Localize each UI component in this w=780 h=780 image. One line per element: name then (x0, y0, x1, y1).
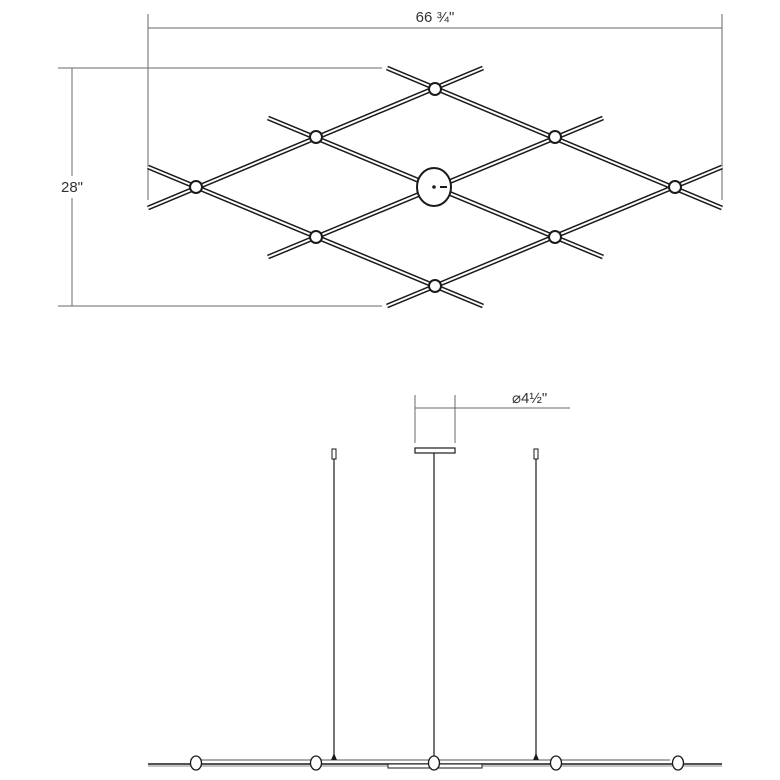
light-node (428, 82, 442, 96)
canopy-diameter-dimension: ⌀4½" (414, 390, 570, 443)
light-node (309, 230, 323, 244)
center-canopy (416, 167, 452, 207)
height-label: 28" (61, 179, 83, 196)
side-view-canopy (414, 447, 456, 454)
light-node (189, 180, 203, 194)
light-node (668, 180, 682, 194)
side-light-node (427, 755, 441, 771)
side-view-fixture-body (148, 753, 722, 771)
width-dimension: 66 ¾" (147, 9, 723, 200)
width-label: 66 ¾" (416, 9, 455, 26)
light-node (548, 130, 562, 144)
canopy-diameter-label: ⌀4½" (512, 390, 547, 407)
light-node (309, 130, 323, 144)
top-view-nodes (189, 82, 682, 293)
side-light-node (309, 755, 323, 771)
light-node (428, 279, 442, 293)
side-light-node (671, 755, 685, 771)
side-light-node (189, 755, 203, 771)
side-light-node (549, 755, 563, 771)
suspension-cables (331, 448, 539, 758)
height-dimension: 28" (55, 67, 382, 307)
light-node (548, 230, 562, 244)
